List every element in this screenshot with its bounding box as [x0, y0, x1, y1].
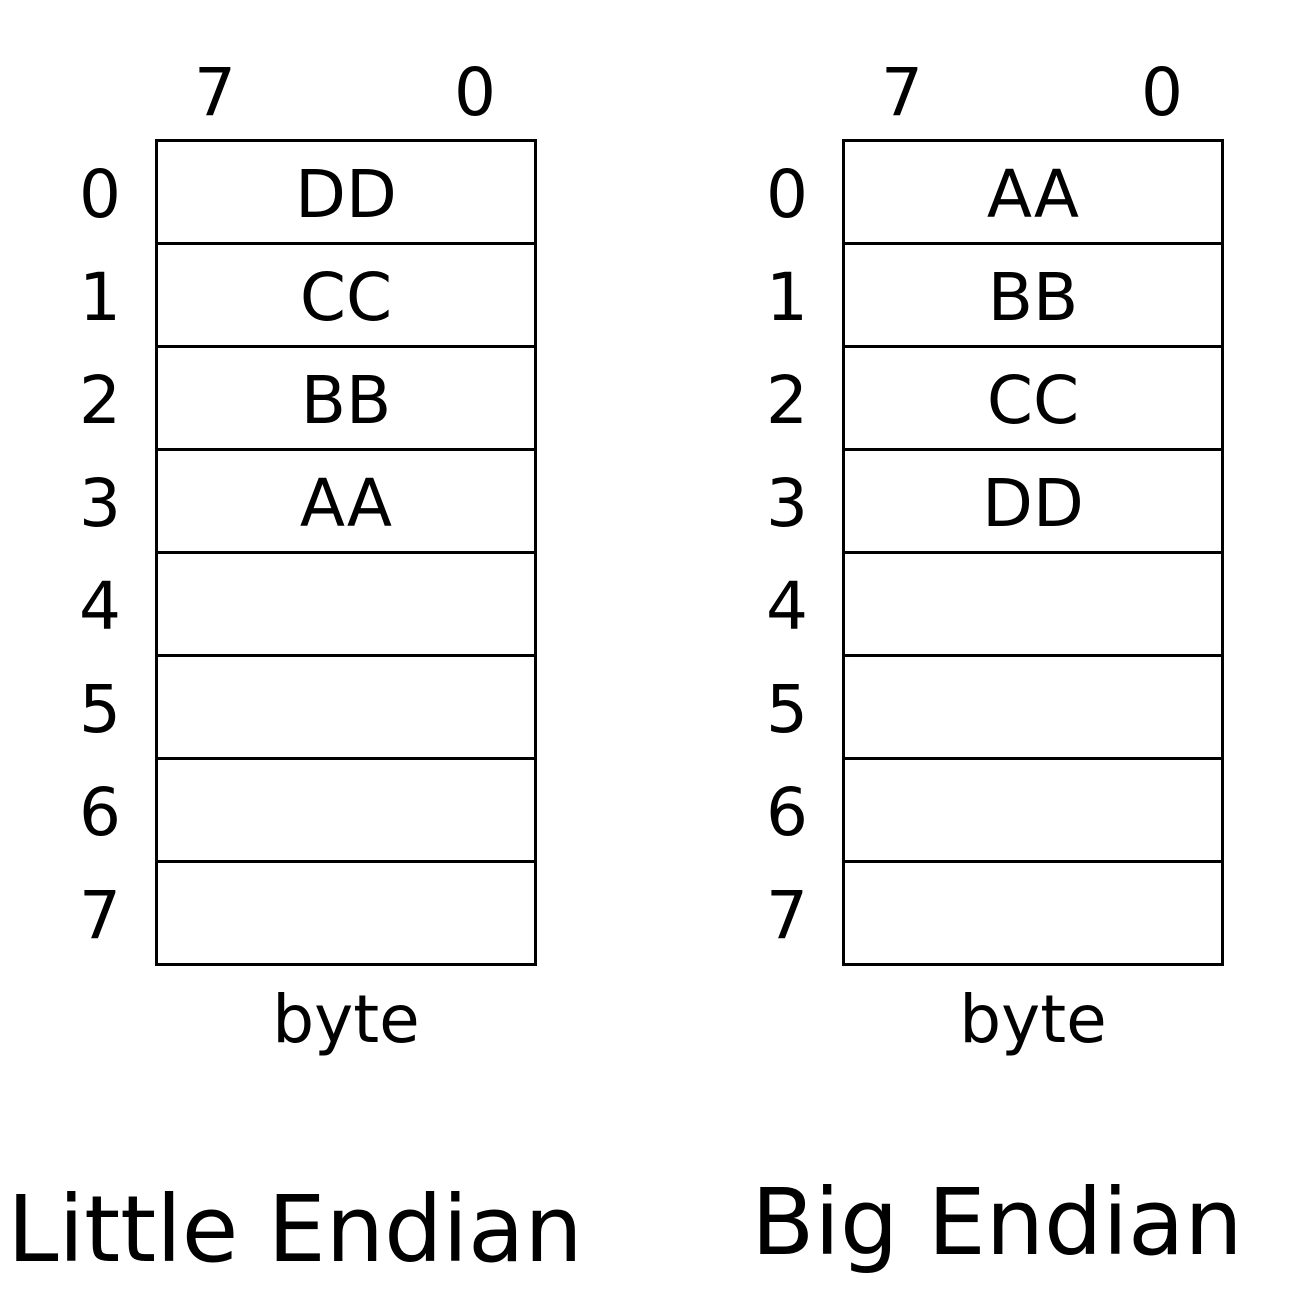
diagram-title: Little Endian	[7, 1176, 583, 1283]
bit-low-label: 0	[454, 54, 496, 131]
diagram-title: Big Endian	[751, 1169, 1243, 1276]
address-label: 4	[79, 568, 121, 645]
memory-row: 6	[766, 760, 1221, 863]
memory-row: 3 DD	[766, 451, 1221, 554]
memory-row: 5	[79, 657, 534, 760]
memory-row: 0 AA	[766, 142, 1221, 245]
little-endian-diagram: 7 0 0 DD 1 CC 2 BB 3 AA 4 5 6	[7, 54, 583, 1284]
bit-high-label: 7	[194, 54, 236, 131]
address-label: 1	[766, 259, 808, 336]
byte-cell	[845, 657, 1221, 757]
memory-grid: 0 AA 1 BB 2 CC 3 DD 4 5 6 7	[766, 139, 1224, 966]
address-label: 3	[79, 465, 121, 542]
address-label: 3	[766, 465, 808, 542]
address-label: 0	[766, 156, 808, 233]
byte-cell	[845, 554, 1221, 654]
memory-row: 6	[79, 760, 534, 863]
byte-cell: CC	[986, 362, 1080, 439]
byte-cell	[158, 863, 534, 963]
byte-cell	[158, 760, 534, 860]
byte-cell	[158, 554, 534, 654]
byte-cell: DD	[982, 465, 1084, 542]
address-label: 1	[79, 259, 121, 336]
byte-cell: AA	[986, 156, 1080, 233]
byte-cell: DD	[295, 156, 397, 233]
big-endian-diagram: 7 0 0 AA 1 BB 2 CC 3 DD 4 5 6	[687, 0, 1310, 1290]
memory-row: 2 BB	[79, 348, 534, 451]
address-label: 4	[766, 568, 808, 645]
byte-cell	[845, 760, 1221, 860]
memory-row: 2 CC	[766, 348, 1221, 451]
byte-cell: AA	[299, 465, 393, 542]
memory-row: 7	[766, 863, 1221, 966]
address-label: 2	[766, 362, 808, 439]
unit-label: byte	[959, 981, 1107, 1058]
memory-row: 0 DD	[79, 142, 534, 245]
memory-row: 1 BB	[766, 245, 1221, 348]
address-label: 6	[79, 774, 121, 851]
memory-row: 4	[766, 554, 1221, 657]
memory-grid: 0 DD 1 CC 2 BB 3 AA 4 5 6 7	[79, 139, 537, 966]
address-label: 5	[766, 671, 808, 748]
byte-cell: BB	[300, 362, 392, 439]
byte-cell	[158, 657, 534, 757]
address-label: 2	[79, 362, 121, 439]
address-label: 7	[766, 877, 808, 954]
byte-cell: CC	[299, 259, 393, 336]
bit-low-label: 0	[1141, 54, 1183, 131]
memory-row: 5	[766, 657, 1221, 760]
byte-cell: BB	[987, 259, 1079, 336]
address-label: 6	[766, 774, 808, 851]
bit-high-label: 7	[881, 54, 923, 131]
memory-row: 3 AA	[79, 451, 534, 554]
address-label: 5	[79, 671, 121, 748]
memory-row: 4	[79, 554, 534, 657]
memory-row: 1 CC	[79, 245, 534, 348]
address-label: 7	[79, 877, 121, 954]
address-label: 0	[79, 156, 121, 233]
unit-label: byte	[272, 981, 420, 1058]
memory-row: 7	[79, 863, 534, 966]
byte-cell	[845, 863, 1221, 963]
